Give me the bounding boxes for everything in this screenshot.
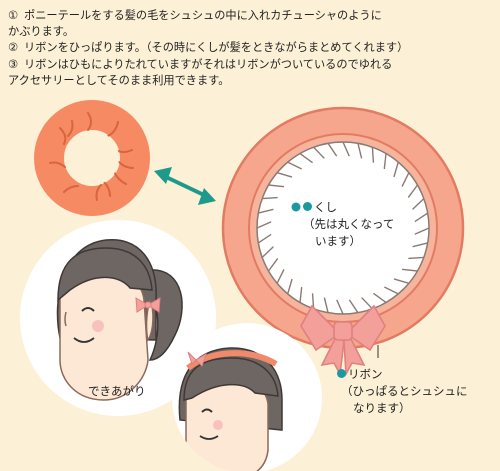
comb-tooth [268, 184, 285, 188]
marker-dot [337, 369, 346, 378]
ponytail-girl-icon [56, 239, 183, 401]
comb-tooth [313, 146, 325, 159]
ribbon-icon [300, 304, 386, 377]
headband-girl-icon [178, 347, 283, 471]
comb-tooth [257, 233, 272, 244]
comb-tooth [408, 256, 424, 260]
step-continuation: かぶります。 [8, 25, 75, 39]
step-text: リボンはひもによりたれていますがそれはリボンがついているのでゆれる [24, 57, 393, 71]
comb-tooth [262, 196, 278, 200]
step-text: ポニーテールをする髪の毛をシュシュの中に入れカチューシャのように [24, 9, 382, 22]
comb-tooth [348, 299, 359, 314]
comb-tooth [323, 297, 329, 313]
finished-label: できあがり [88, 384, 146, 398]
comb-tooth [414, 227, 430, 235]
comb-tooth [256, 221, 272, 229]
comb-tooth [412, 242, 428, 248]
comb-tooth [393, 278, 410, 284]
comb-tooth [276, 172, 293, 178]
comb-tooth [287, 161, 303, 170]
comb-tooth [327, 142, 338, 157]
comb-tooth [361, 297, 373, 310]
comb-tooth [299, 152, 313, 164]
step-continuation: アクセサリーとしてそのまま利用できます。 [8, 73, 230, 87]
comb-tooth [258, 208, 274, 214]
step-number: ③ [8, 57, 19, 71]
comb-tooth [401, 172, 410, 188]
comb-tooth [287, 278, 293, 295]
comb-tooth [299, 286, 303, 303]
comb-label: くし （先は丸くなって います） [303, 200, 395, 248]
comb-tooth [342, 141, 350, 157]
comb-tooth [412, 198, 425, 210]
step-text: リボンをひっぱります。（その時にくしが髪をときながらまとめてくれます） [24, 41, 409, 55]
comb-tooth [383, 286, 399, 295]
ribbon-label: リボン （ひっぱるとシュシュに なります） [337, 366, 468, 417]
instruction-step-2: ② リボンをひっぱります。（その時にくしが髪をときながらまとめてくれます） [8, 40, 496, 56]
ring-comb-icon [221, 106, 465, 350]
instruction-list: ① ポニーテールをする髪の毛をシュシュの中に入れカチューシャのように かぶります… [8, 8, 496, 89]
comb-tooth [383, 153, 387, 170]
comb-tooth [414, 212, 429, 223]
comb-tooth [373, 292, 387, 304]
instruction-step-3: ③ リボンはひもによりたれていますがそれはリボンがついているのでゆれる [8, 57, 496, 73]
step-number: ② [8, 41, 19, 55]
comb-tooth [357, 143, 363, 159]
double-arrow-icon [154, 167, 216, 205]
comb-tooth [276, 268, 285, 284]
marker-dot [303, 202, 312, 211]
comb-tooth [401, 268, 418, 272]
comb-tooth [407, 184, 419, 198]
comb-tooth [261, 246, 274, 258]
comb-tooth [371, 147, 375, 163]
scrunchie-icon [34, 100, 150, 216]
comb-tooth [336, 299, 344, 315]
step-number: ① [8, 9, 19, 22]
instruction-step-1: ① ポニーテールをする髪の毛をシュシュの中に入れカチューシャのように [8, 8, 496, 24]
comb-tooth [267, 258, 279, 272]
comb-tooth [393, 161, 399, 178]
comb-tooth [311, 293, 315, 309]
